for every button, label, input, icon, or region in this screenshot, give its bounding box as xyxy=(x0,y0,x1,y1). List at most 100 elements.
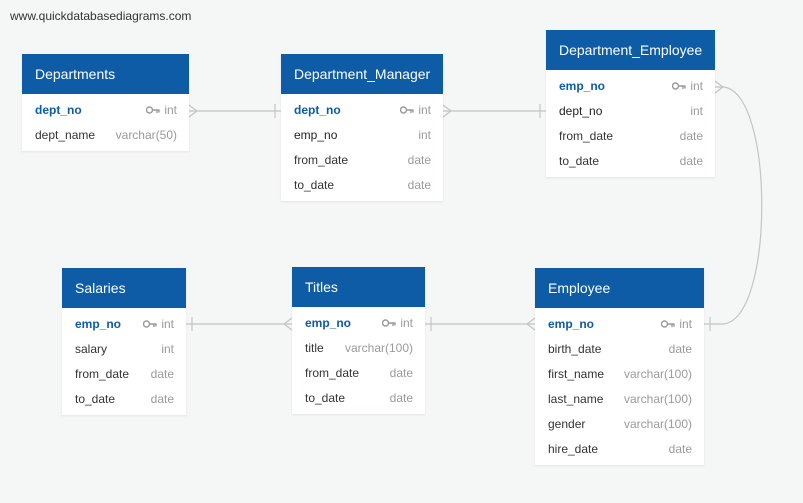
column-name: first_name xyxy=(548,367,605,381)
column-name: to_date xyxy=(294,178,335,192)
column-type: date xyxy=(668,442,692,456)
column-row[interactable]: from_date date xyxy=(546,124,715,149)
column-name: from_date xyxy=(75,367,130,381)
table-header[interactable]: Salaries xyxy=(62,268,186,308)
column-name: dept_no xyxy=(35,103,82,117)
column-row[interactable]: to_date date xyxy=(546,149,715,174)
column-type: int xyxy=(418,103,431,117)
column-type-wrap: int xyxy=(418,123,431,148)
column-type-wrap: varchar(100) xyxy=(624,387,692,412)
column-name: emp_no xyxy=(294,128,338,142)
column-type-wrap: int xyxy=(672,74,703,99)
table-departments[interactable]: Departments dept_no int dept_name varchar(5… xyxy=(22,54,189,151)
column-name: emp_no xyxy=(559,79,606,93)
column-row[interactable]: birth_date date xyxy=(535,337,704,362)
column-type-wrap: date xyxy=(408,173,431,198)
column-type: int xyxy=(690,104,703,118)
column-row[interactable]: from_date date xyxy=(292,361,425,386)
column-type-wrap: varchar(100) xyxy=(345,336,413,361)
column-type-wrap: int xyxy=(400,98,431,123)
column-row[interactable]: hire_date date xyxy=(535,437,704,462)
crowfoot-dept-manager xyxy=(442,104,452,118)
column-name: title xyxy=(305,341,324,355)
column-name: from_date xyxy=(305,366,360,380)
column-name: from_date xyxy=(559,129,614,143)
column-row[interactable]: to_date date xyxy=(62,387,186,412)
column-row[interactable]: last_name varchar(100) xyxy=(535,387,704,412)
column-row[interactable]: dept_name varchar(50) xyxy=(22,123,189,148)
column-type-wrap: int xyxy=(382,311,413,336)
column-type: date xyxy=(389,366,413,380)
column-type: date xyxy=(150,392,174,406)
column-type-wrap: date xyxy=(390,386,413,411)
column-row[interactable]: to_date date xyxy=(292,386,425,411)
column-list: dept_no int dept_name varchar(50) xyxy=(22,94,189,151)
column-type-wrap: date xyxy=(408,148,431,173)
column-type-wrap: int xyxy=(143,312,174,337)
column-row[interactable]: dept_no int xyxy=(281,98,443,123)
column-name: birth_date xyxy=(548,342,602,356)
column-name: dept_no xyxy=(559,104,603,118)
table-header[interactable]: Titles xyxy=(292,267,425,307)
column-name: to_date xyxy=(305,391,346,405)
column-row[interactable]: first_name varchar(100) xyxy=(535,362,704,387)
column-row[interactable]: dept_no int xyxy=(22,98,189,123)
column-name: hire_date xyxy=(548,442,599,456)
column-name: last_name xyxy=(548,392,604,406)
column-row[interactable]: emp_no int xyxy=(546,74,715,99)
column-type: varchar(100) xyxy=(623,417,692,431)
column-type-wrap: date xyxy=(669,337,692,362)
column-type: varchar(100) xyxy=(623,392,692,406)
column-type: int xyxy=(418,128,431,142)
column-row[interactable]: to_date date xyxy=(281,173,443,198)
column-name: dept_name xyxy=(35,128,96,142)
column-type: date xyxy=(150,367,174,381)
crowfoot-employee xyxy=(526,317,536,331)
column-type-wrap: varchar(100) xyxy=(624,412,692,437)
column-type-wrap: date xyxy=(151,362,174,387)
column-type: date xyxy=(668,342,692,356)
column-type-wrap: date xyxy=(390,361,413,386)
column-row[interactable]: emp_no int xyxy=(292,311,425,336)
column-name: to_date xyxy=(75,392,116,406)
watermark: www.quickdatabasediagrams.com xyxy=(10,9,192,23)
table-header[interactable]: Departments xyxy=(22,54,189,94)
table-header[interactable]: Department_Manager xyxy=(281,54,443,94)
column-type-wrap: varchar(50) xyxy=(116,123,177,148)
column-type: int xyxy=(161,317,174,331)
column-type-wrap: int xyxy=(146,98,177,123)
column-name: to_date xyxy=(559,154,600,168)
column-name: emp_no xyxy=(305,316,352,330)
key-icon xyxy=(400,98,415,123)
column-type-wrap: date xyxy=(680,124,703,149)
column-row[interactable]: emp_no int xyxy=(281,123,443,148)
crowfoot-dept-employee xyxy=(714,80,724,94)
column-name: dept_no xyxy=(294,103,341,117)
column-type: date xyxy=(679,154,703,168)
column-type-wrap: varchar(100) xyxy=(624,362,692,387)
column-type-wrap: date xyxy=(669,437,692,462)
column-type: varchar(50) xyxy=(115,128,177,142)
column-row[interactable]: title varchar(100) xyxy=(292,336,425,361)
link-dept-employee-employee xyxy=(704,86,763,325)
column-row[interactable]: dept_no int xyxy=(546,99,715,124)
column-type-wrap: date xyxy=(680,149,703,174)
crowfoot-titles xyxy=(283,317,293,331)
table-header[interactable]: Department_Employee xyxy=(546,30,715,70)
table-header[interactable]: Employee xyxy=(535,268,704,308)
column-type-wrap: int xyxy=(690,99,703,124)
column-row[interactable]: from_date date xyxy=(62,362,186,387)
